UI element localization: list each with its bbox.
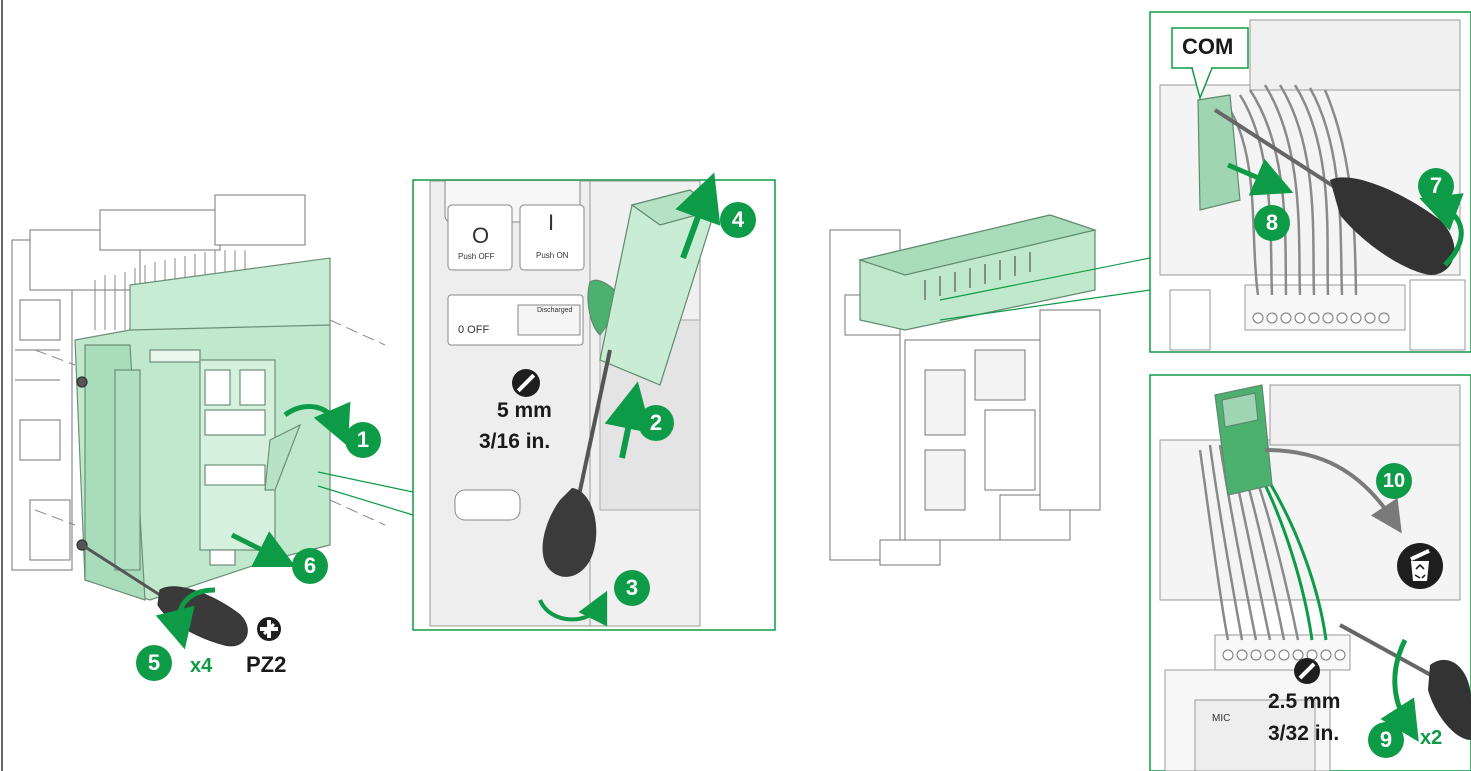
com-callout-label: COM xyxy=(1182,34,1234,59)
bit-size-in: 3/16 in. xyxy=(479,430,551,453)
off-button-symbol: O xyxy=(472,223,490,248)
wiring-bit-size-mm: 2.5 mm xyxy=(1268,690,1341,713)
screwdriver-center xyxy=(542,349,612,577)
off-indicator-label: 0 OFF xyxy=(458,324,490,336)
step-badge-4: 4 xyxy=(720,202,756,238)
discharged-label: Discharged xyxy=(537,307,573,314)
pozidriv-size-label: PZ2 xyxy=(246,652,287,677)
recycle-bin-icon xyxy=(1396,535,1444,597)
step-badge-2: 2 xyxy=(638,405,674,441)
front-cover-left xyxy=(74,257,331,601)
step-badge-10: 10 xyxy=(1376,463,1412,499)
breaker-right-illustration xyxy=(829,229,1101,566)
removed-connector xyxy=(1214,384,1273,496)
flat-screwdriver-bit-icon xyxy=(1293,657,1321,685)
step-badge-1: 1 xyxy=(345,422,381,458)
screwdriver-com xyxy=(1213,108,1455,275)
step-badge-6: 6 xyxy=(292,548,328,584)
pozidriv-bit-icon xyxy=(256,616,282,642)
bit-size-mm: 5 mm xyxy=(497,399,552,422)
mic-unit-label: MIC xyxy=(1212,713,1231,724)
com-callout xyxy=(1171,27,1249,101)
screwdriver-wiring xyxy=(1339,623,1471,740)
off-button-label: Push OFF xyxy=(458,252,495,261)
step-badge-8: 8 xyxy=(1254,205,1290,241)
screw-count-label: x4 xyxy=(190,655,213,677)
wire-count-label: x2 xyxy=(1420,727,1443,749)
on-button-label: Push ON xyxy=(536,251,569,260)
cover-handle xyxy=(587,189,717,386)
step-badge-9: 9 xyxy=(1368,722,1404,758)
on-button-symbol: I xyxy=(548,210,555,235)
step-badge-5: 5 xyxy=(136,645,172,681)
com-connector xyxy=(1197,94,1241,211)
step-badge-3: 3 xyxy=(614,570,650,606)
com-module xyxy=(857,214,1098,331)
breaker-left-illustration xyxy=(11,194,306,571)
wiring-bit-size-in: 3/32 in. xyxy=(1268,722,1340,745)
step-badge-7: 7 xyxy=(1418,168,1454,204)
flat-screwdriver-bit-icon xyxy=(511,368,541,398)
